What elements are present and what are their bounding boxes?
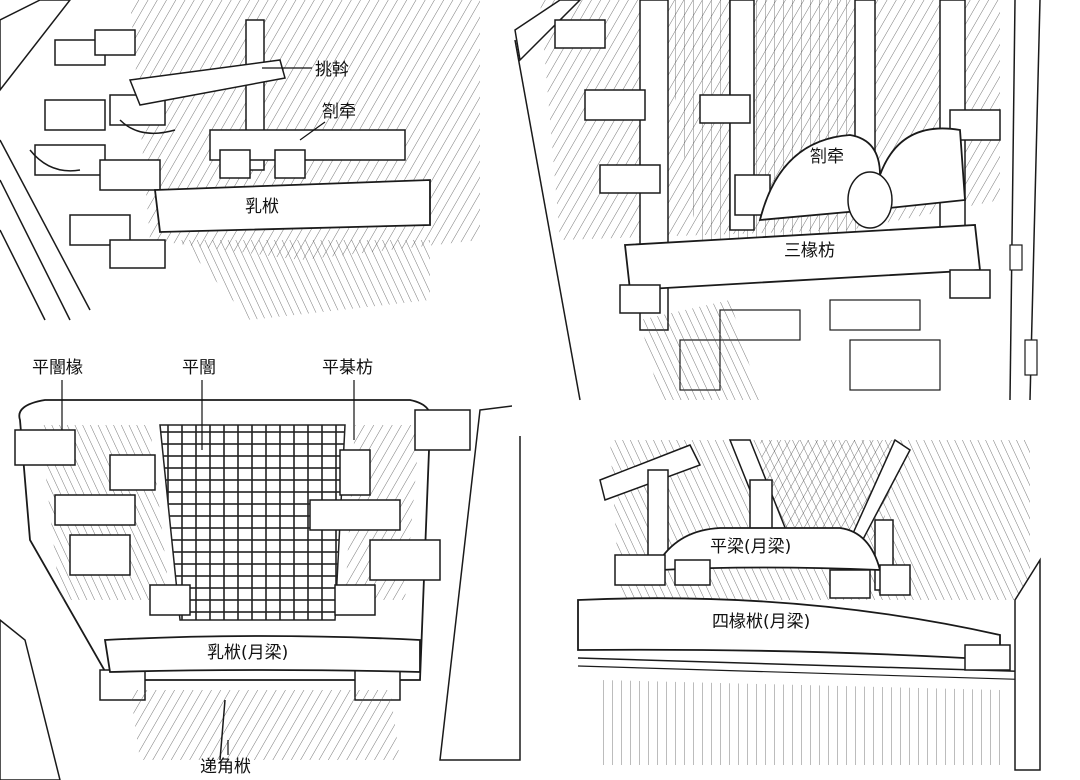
label-dijiaofu: 递角栿 — [200, 757, 251, 777]
label-pingliang: 平梁(月梁) — [710, 537, 791, 557]
panel-top-right — [514, 0, 1041, 401]
panel-top-left — [0, 0, 480, 321]
label-pingqifang: 平棊枋 — [322, 358, 373, 378]
label-pingqichuan: 平闇椽 — [32, 358, 83, 378]
label-tafan-right: 劄牵 — [810, 147, 844, 167]
label-sanchuanfang: 三椽枋 — [784, 241, 835, 261]
label-sichuanfu: 四椽栿(月梁) — [712, 612, 810, 632]
label-tafan-left: 劄牵 — [322, 102, 356, 122]
label-rufu-yueliang: 乳栿(月梁) — [207, 643, 288, 663]
bracket-cluster-left — [29, 29, 176, 269]
panel-bottom-left — [0, 399, 521, 780]
label-tiaowo: 挑斡 — [315, 60, 349, 80]
bracket-cluster-bottom-left — [14, 409, 471, 701]
label-pingqi: 平闇 — [182, 358, 216, 378]
label-rufu: 乳栿 — [245, 197, 279, 217]
panel-bottom-right — [577, 438, 1041, 771]
